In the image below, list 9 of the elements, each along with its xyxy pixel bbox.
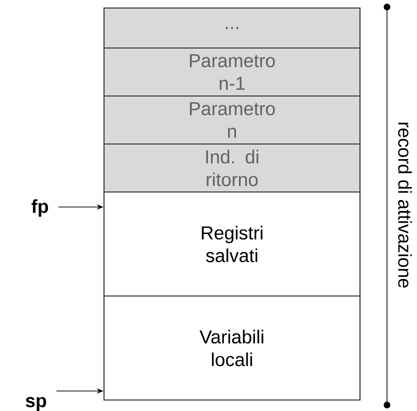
bracket-label: record di attivazione	[398, 122, 412, 288]
stack-cell: Ind. di ritorno	[103, 143, 361, 193]
stack-cell: ...	[103, 7, 361, 49]
pointer-label: sp	[26, 397, 46, 411]
pointer-label: fp	[32, 199, 48, 217]
stack-cell: Registri salvati	[103, 191, 361, 297]
stack-cell: Parametro n-1	[103, 47, 361, 97]
stack-cell: Parametro n	[103, 95, 361, 145]
stack-cell: Variabili locali	[103, 295, 361, 401]
